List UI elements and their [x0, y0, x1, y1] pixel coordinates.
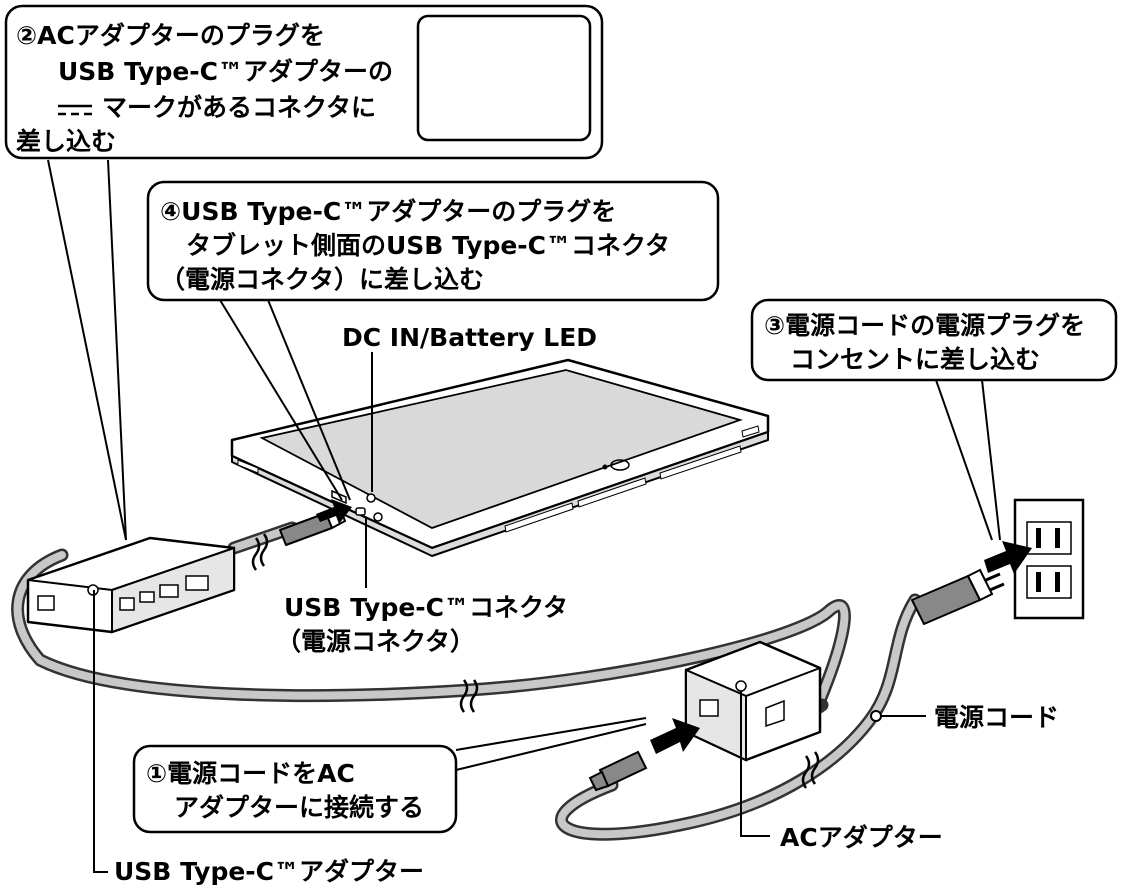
label-usb-c-connector: USB Type-C™コネクタ: [284, 593, 568, 622]
dc-symbol-icon: [58, 104, 92, 116]
step3-line1: ③電源コードの電源プラグを: [764, 311, 1085, 340]
insertion-arrow-ac: [650, 718, 700, 754]
label-ac-adapter: ACアダプター: [780, 823, 943, 852]
step4-line1: ④USB Type-C™アダプターのプラグを: [160, 197, 616, 226]
label-dc-in-led: DC IN/Battery LED: [342, 323, 597, 352]
callout-step2: ②ACアダプターのプラグを USB Type-C™アダプターの マークがあるコネ…: [4, 4, 604, 160]
wall-outlet: [1013, 498, 1085, 620]
step1-line2: アダプターに接続する: [174, 793, 424, 822]
step2-line3: マークがあるコネクタに: [102, 93, 376, 122]
callout-step3: ③電源コードの電源プラグを コンセントに差し込む: [750, 298, 1118, 382]
insertion-arrow-outlet: [984, 541, 1032, 574]
step4-line2: タブレット側面のUSB Type-C™コネクタ: [186, 231, 670, 260]
callout-step1: ①電源コードをAC アダプターに接続する: [132, 744, 458, 834]
usb-c-adapter: [26, 536, 236, 634]
tablet: [230, 358, 770, 557]
part-labels: DC IN/Battery LED USB Type-C™コネクタ （電源コネク…: [114, 323, 1059, 885]
step1-line1: ①電源コードをAC: [146, 759, 355, 788]
insertion-arrow-tablet: [316, 499, 352, 524]
battery-led: [366, 493, 376, 503]
callout-step4: ④USB Type-C™アダプターのプラグを タブレット側面のUSB Type-…: [146, 180, 720, 302]
label-usb-c-connector-sub: （電源コネクタ）: [276, 627, 475, 656]
step4-line3: （電源コネクタ）に差し込む: [160, 265, 484, 294]
cable-break-marks: [251, 533, 820, 789]
step2-line2: USB Type-C™アダプターの: [58, 57, 393, 86]
leader-lines: [47, 159, 1001, 873]
ac-adapter: [684, 640, 822, 762]
step2-line1: ②ACアダプターのプラグを: [16, 21, 325, 50]
power-plug: [911, 568, 1005, 625]
label-usb-c-adapter: USB Type-C™アダプター: [114, 857, 424, 885]
step3-line2: コンセントに差し込む: [790, 345, 1040, 374]
cables: [11, 521, 922, 841]
label-power-cord: 電源コード: [934, 703, 1059, 732]
ac-inlet-plug: [588, 750, 648, 792]
tablet-bottom-edge: [231, 431, 769, 557]
step2-line4: 差し込む: [16, 127, 116, 156]
